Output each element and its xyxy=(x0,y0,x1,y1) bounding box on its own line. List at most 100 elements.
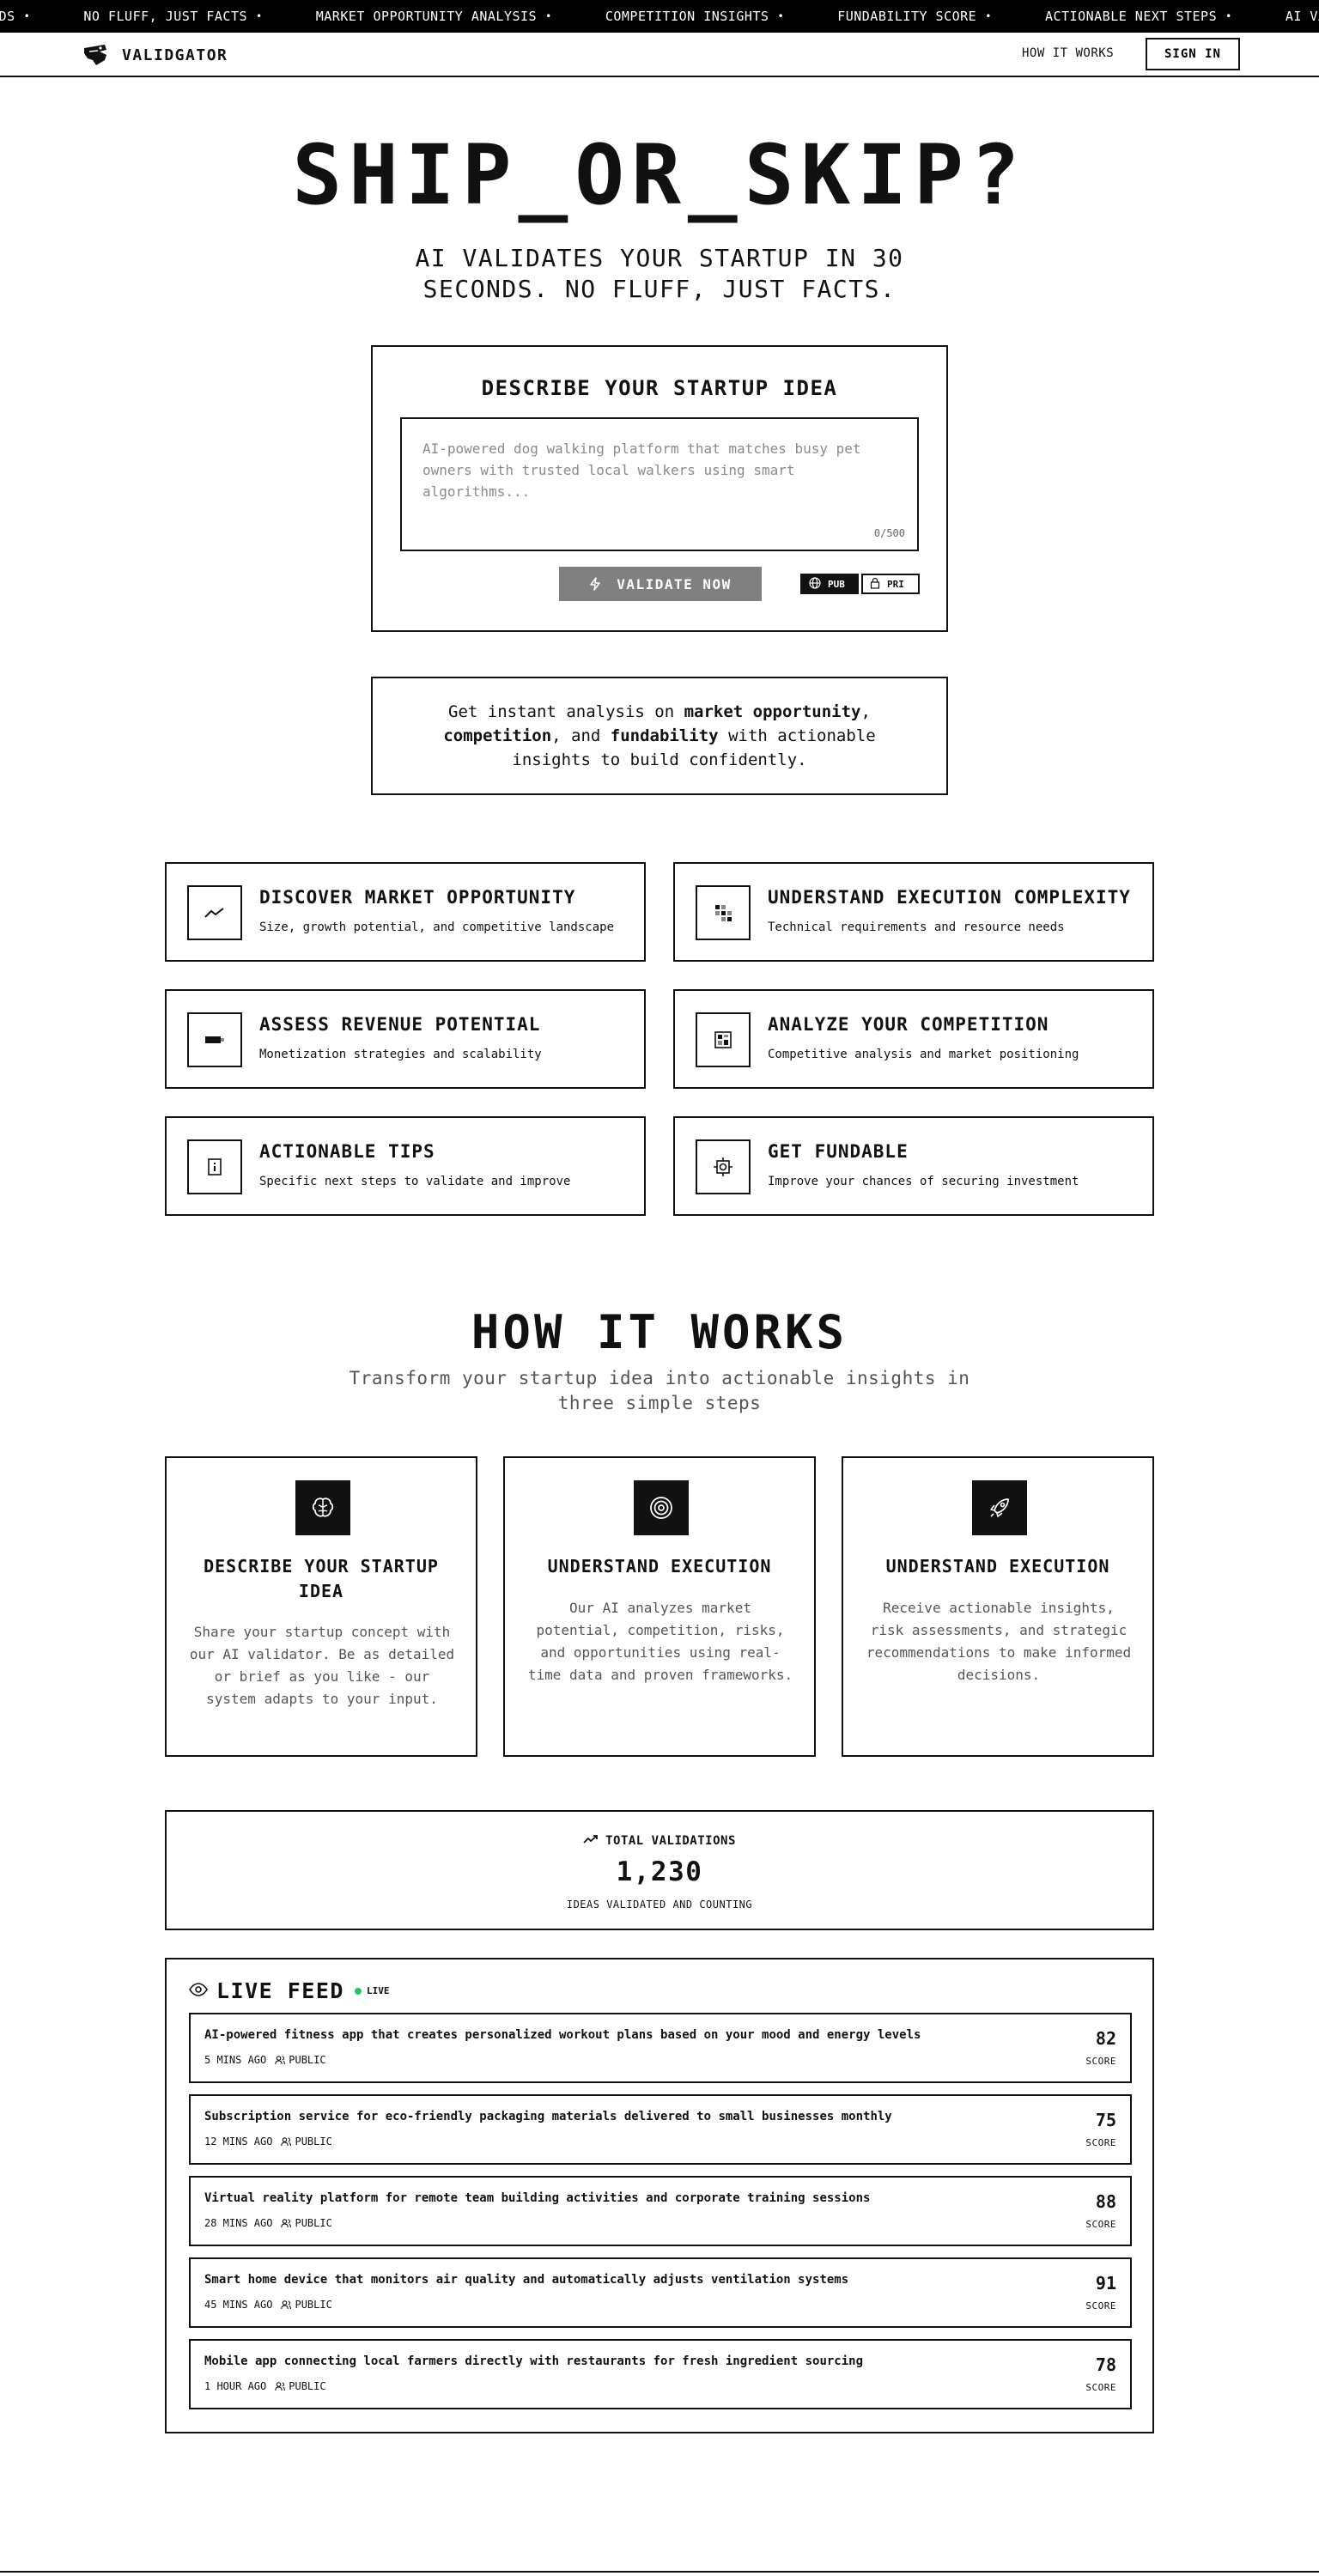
bullet-icon: • xyxy=(256,10,263,22)
step-card-insights: UNDERSTAND EXECUTION Receive actionable … xyxy=(842,1456,1154,1757)
feature-desc: Size, growth potential, and competitive … xyxy=(259,920,615,934)
public-toggle-button[interactable]: PUB xyxy=(800,574,859,594)
feature-card-fundable: GET FUNDABLE Improve your chances of sec… xyxy=(673,1116,1154,1216)
feature-desc: Improve your chances of securing investm… xyxy=(768,1175,1079,1188)
ticker-text: NO FLUFF, JUST FACTS xyxy=(83,9,248,24)
feed-item-score: 91 xyxy=(1095,2273,1116,2293)
feature-card-revenue: ASSESS REVENUE POTENTIAL Monetization st… xyxy=(165,989,646,1089)
live-indicator-label: LIVE xyxy=(366,1985,390,1996)
users-icon xyxy=(281,2218,292,2227)
visibility-text: PUBLIC xyxy=(295,2299,332,2311)
ticker-item: FUNDABILITY SCORE• xyxy=(837,9,992,24)
info-prefix: Get instant analysis on xyxy=(448,702,684,721)
feed-item-meta: 5 MINS AGO PUBLIC xyxy=(204,2054,326,2066)
ticker-item: CONDS• xyxy=(0,9,30,24)
idea-input-wrapper: 0/500 xyxy=(400,417,919,551)
step-card-describe: DESCRIBE YOUR STARTUP IDEA Share your st… xyxy=(165,1456,477,1757)
ticker-item: NO FLUFF, JUST FACTS • xyxy=(83,9,262,24)
sign-in-button[interactable]: SIGN IN xyxy=(1146,38,1240,70)
feed-item-idea: Smart home device that monitors air qual… xyxy=(204,2273,849,2287)
feature-desc: Technical requirements and resource need… xyxy=(768,920,1065,934)
feature-desc: Competitive analysis and market position… xyxy=(768,1048,1079,1061)
feature-card-tips: ACTIONABLE TIPS Specific next steps to v… xyxy=(165,1116,646,1216)
users-icon xyxy=(281,2300,292,2309)
feature-card-competition: ANALYZE YOUR COMPETITION Competitive ana… xyxy=(673,989,1154,1089)
public-label: PUB xyxy=(828,578,845,590)
visibility-text: PUBLIC xyxy=(295,2217,332,2229)
private-toggle-button[interactable]: PRI xyxy=(861,574,920,594)
visibility-toggle: PUB PRI xyxy=(800,574,920,594)
visibility-text: PUBLIC xyxy=(289,2380,326,2392)
step-title: DESCRIBE YOUR STARTUP IDEA xyxy=(204,1556,439,1601)
total-validations-count: 1,230 xyxy=(616,1856,703,1887)
feed-item-visibility: PUBLIC xyxy=(275,2380,326,2392)
feed-item-idea: Mobile app connecting local farmers dire… xyxy=(204,2354,864,2368)
info-competition: competition xyxy=(443,726,552,745)
score-label: SCORE xyxy=(1085,2382,1116,2393)
live-feed-header: LIVE FEED LIVE xyxy=(189,1978,389,2003)
feed-item-visibility: PUBLIC xyxy=(281,2299,332,2311)
ticker-text: MARKET OPPORTUNITY ANALYSIS xyxy=(315,9,538,24)
score-label: SCORE xyxy=(1085,2300,1116,2312)
ticker-text: ACTIONABLE NEXT STEPS xyxy=(1044,9,1218,24)
top-navbar: VALIDGATOR HOW IT WORKS SIGN IN xyxy=(0,33,1319,77)
live-feed-title: LIVE FEED xyxy=(216,1978,344,2003)
trending-up-icon xyxy=(583,1834,599,1848)
info-market-opportunity: market opportunity xyxy=(684,702,861,721)
grid-icon xyxy=(696,885,751,940)
idea-form-title: DESCRIBE YOUR STARTUP IDEA xyxy=(481,376,838,400)
feed-item-idea: AI-powered fitness app that creates pers… xyxy=(204,2028,921,2042)
info-card: Get instant analysis on market opportuni… xyxy=(371,677,948,795)
feed-item[interactable]: Mobile app connecting local farmers dire… xyxy=(189,2339,1132,2409)
brand-logo[interactable]: VALIDGATOR xyxy=(82,42,228,68)
feed-item-visibility: PUBLIC xyxy=(275,2054,326,2066)
feed-item[interactable]: Virtual reality platform for remote team… xyxy=(189,2176,1132,2246)
step-desc: Our AI analyzes market potential, compet… xyxy=(527,1600,793,1683)
step-desc: Share your startup concept with our AI v… xyxy=(189,1624,455,1707)
step-desc: Receive actionable insights, risk assess… xyxy=(866,1600,1132,1683)
users-icon xyxy=(275,2055,286,2064)
eye-icon xyxy=(189,1982,208,2000)
idea-form-card: DESCRIBE YOUR STARTUP IDEA 0/500 VALIDAT… xyxy=(371,345,948,632)
visibility-text: PUBLIC xyxy=(295,2136,332,2148)
score-label: SCORE xyxy=(1085,2137,1116,2148)
rocket-icon xyxy=(972,1480,1027,1535)
feed-item-score: 75 xyxy=(1095,2110,1116,2130)
idea-textarea[interactable] xyxy=(402,419,917,550)
ticker-text: CONDS xyxy=(0,9,15,24)
feed-item-meta: 1 HOUR AGO PUBLIC xyxy=(204,2380,326,2392)
ticker-track: CONDS• NO FLUFF, JUST FACTS• MARKET OPPO… xyxy=(0,0,1319,33)
feed-item[interactable]: Subscription service for eco-friendly pa… xyxy=(189,2094,1132,2165)
feed-item[interactable]: Smart home device that monitors air qual… xyxy=(189,2257,1132,2328)
brain-icon xyxy=(295,1480,350,1535)
compare-icon xyxy=(696,1012,751,1067)
info-separator: , xyxy=(860,702,871,721)
target-icon xyxy=(696,1139,751,1194)
feature-desc: Monetization strategies and scalability xyxy=(259,1048,542,1061)
lightning-icon xyxy=(589,577,601,591)
lock-icon xyxy=(870,577,880,592)
footer-divider xyxy=(0,2571,1319,2573)
feature-card-market: DISCOVER MARKET OPPORTUNITY Size, growth… xyxy=(165,862,646,962)
ticker-text: AI VALID xyxy=(1285,9,1319,24)
info-text: Get instant analysis on market opportuni… xyxy=(410,700,909,772)
feed-item-time: 12 MINS AGO xyxy=(204,2136,273,2148)
bullet-icon: • xyxy=(985,10,992,22)
validate-now-label: VALIDATE NOW xyxy=(617,575,732,592)
how-it-works-subtitle: Transform your startup idea into actiona… xyxy=(349,1368,970,1413)
info-fundability: fundability xyxy=(610,726,719,745)
step-title: UNDERSTAND EXECUTION xyxy=(885,1556,1110,1577)
users-icon xyxy=(275,2381,286,2391)
feature-desc: Specific next steps to validate and impr… xyxy=(259,1175,571,1188)
feed-item-visibility: PUBLIC xyxy=(281,2217,332,2229)
feed-item-score: 82 xyxy=(1095,2028,1116,2049)
total-validations-caption: IDEAS VALIDATED AND COUNTING xyxy=(566,1899,753,1911)
private-label: PRI xyxy=(887,578,904,590)
feed-item-visibility: PUBLIC xyxy=(281,2136,332,2148)
target-icon xyxy=(634,1480,689,1535)
feed-item[interactable]: AI-powered fitness app that creates pers… xyxy=(189,2013,1132,2083)
feature-title: ANALYZE YOUR COMPETITION xyxy=(768,1014,1049,1035)
info-suffix: with actionable insights to build confid… xyxy=(512,726,876,769)
validate-now-button[interactable]: VALIDATE NOW xyxy=(559,567,762,601)
nav-how-it-works-link[interactable]: HOW IT WORKS xyxy=(1022,46,1115,60)
